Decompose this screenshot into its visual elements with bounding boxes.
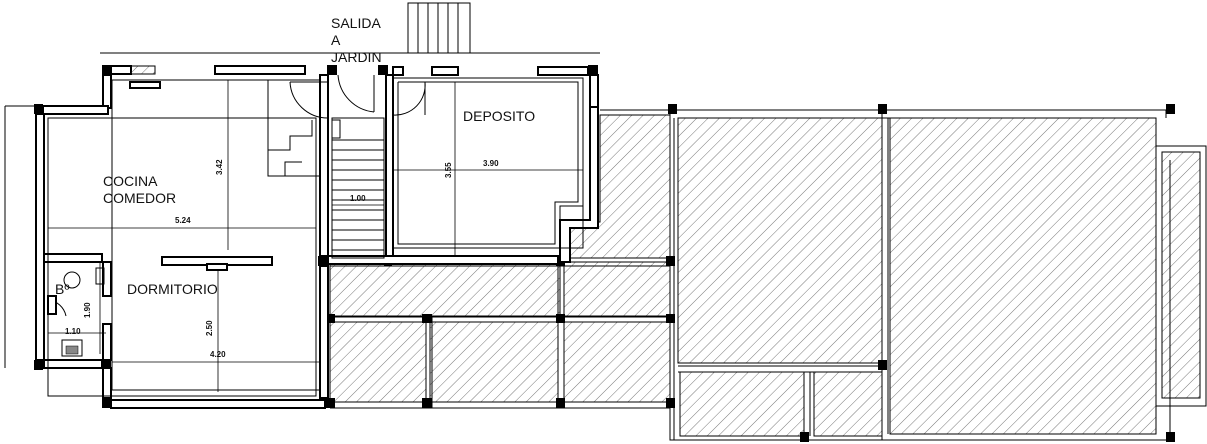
label-deposito: DEPOSITO <box>463 108 535 124</box>
dim-dormitorio-width: 4.20 <box>210 350 226 359</box>
dim-dormitorio-height: 2.50 <box>205 320 214 336</box>
hatched-areas <box>329 114 1201 437</box>
beams <box>330 109 1207 441</box>
garden-stair <box>407 2 471 54</box>
label-dormitorio: DORMITORIO <box>127 281 218 297</box>
dim-deposito-height: 3.55 <box>444 162 453 178</box>
label-bano: Bº <box>55 281 69 297</box>
bathroom-fixtures <box>47 267 105 357</box>
dim-cocina-height: 3.42 <box>215 159 224 175</box>
label-comedor: COMEDOR <box>103 190 176 206</box>
interior-lines <box>47 77 584 397</box>
label-salida-2: A <box>331 32 341 48</box>
dimension-lines <box>48 80 583 392</box>
dim-stair-width: 1.00 <box>350 194 366 203</box>
label-salida-1: SALIDA <box>331 15 381 31</box>
walls <box>35 65 599 409</box>
label-salida-3: JARDIN <box>331 49 382 65</box>
dim-deposito-width: 3.90 <box>483 159 499 168</box>
dim-bano-width: 1.10 <box>65 327 81 336</box>
dim-bano-height: 1.90 <box>83 302 92 318</box>
interior-stair <box>331 117 385 259</box>
label-cocina: COCINA <box>103 173 158 189</box>
dim-cocina-width: 5.24 <box>175 216 191 225</box>
